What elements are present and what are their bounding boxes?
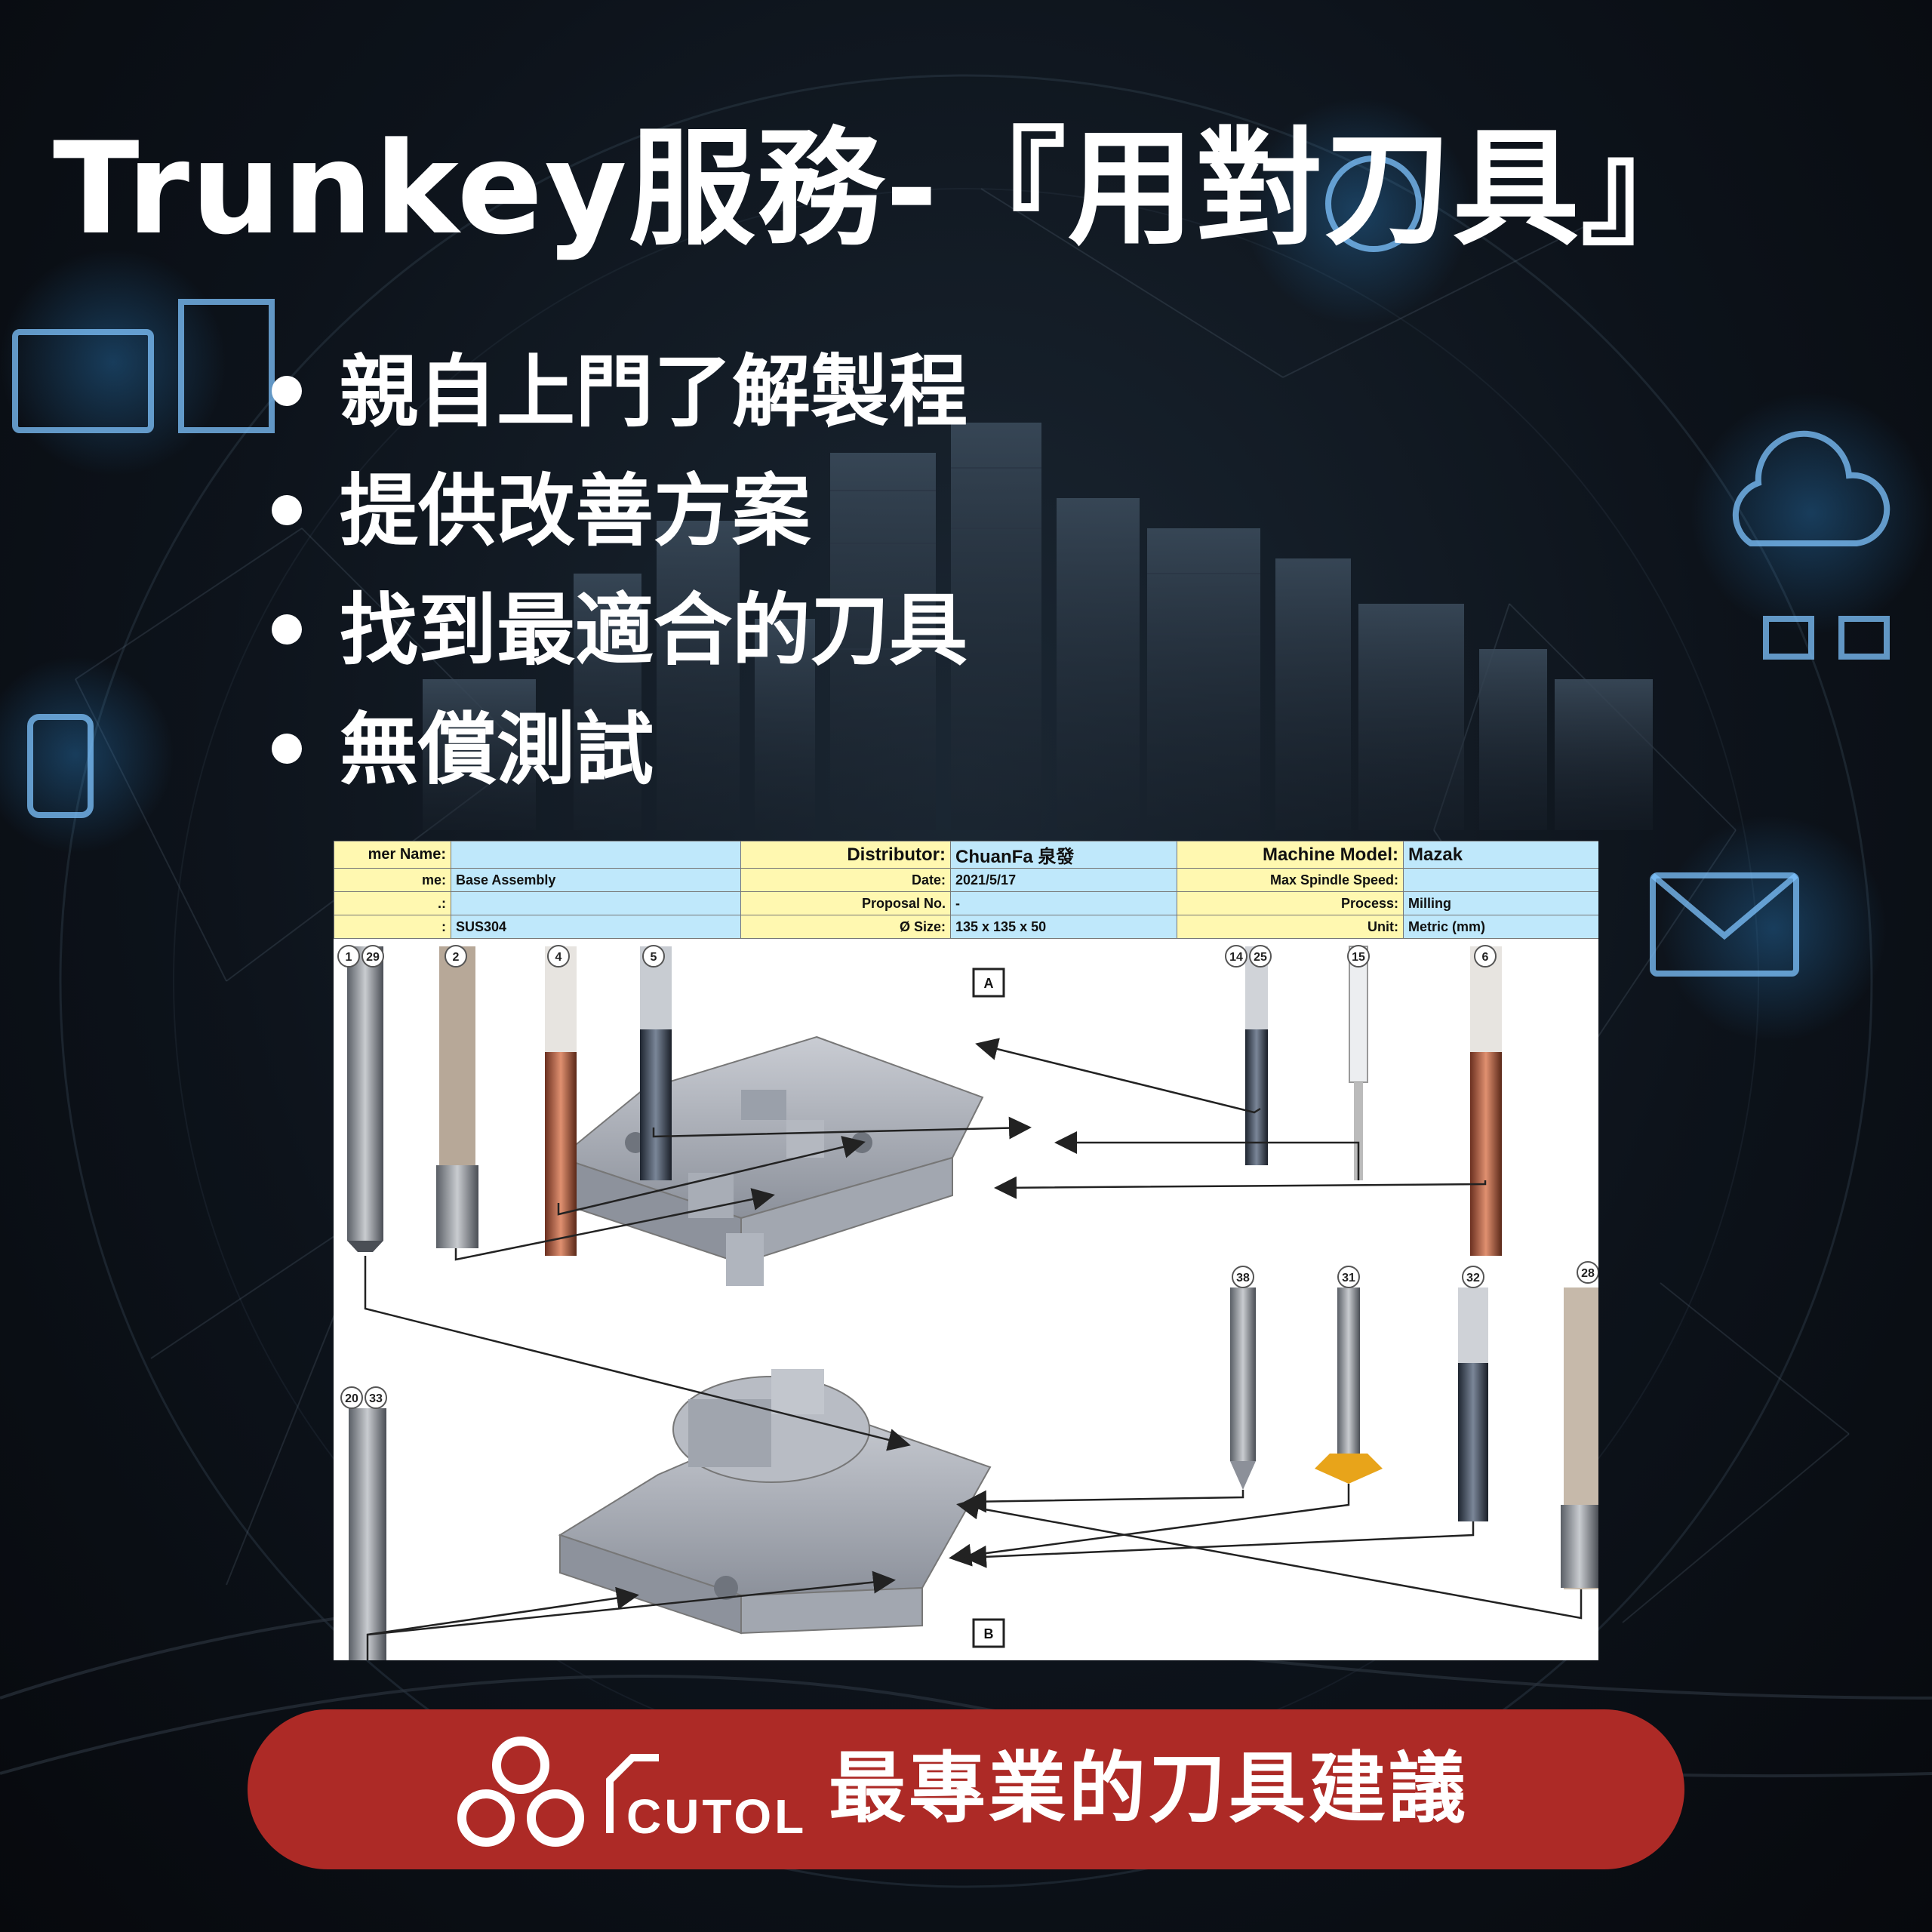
tool-4 [545, 946, 577, 1256]
table-cell: mer Name: [334, 841, 451, 869]
tool-15 [1349, 946, 1368, 1180]
tool-number: 32 [1466, 1272, 1480, 1284]
cutol-logo-icon [457, 1737, 584, 1847]
table-cell: me: [334, 868, 451, 892]
table-cell: Proposal No. [740, 891, 951, 915]
tool-6 [1470, 946, 1502, 1256]
tool-number: 14 [1229, 951, 1243, 964]
proposal-info-table: mer Name: Distributor: ChuanFa 泉發 Machin… [334, 841, 1598, 939]
bullet-dot-icon [272, 376, 302, 406]
tool-number: 6 [1482, 951, 1489, 964]
tool-number-labels: 1 29 2 4 5 14 25 15 6 38 31 32 28 20 33 [337, 945, 1598, 1409]
view-label-a: A [984, 976, 994, 991]
tool-number: 15 [1352, 951, 1365, 964]
table-cell: Distributor: [740, 841, 951, 869]
bullet-dot-icon [272, 614, 302, 645]
tool-assignment-diagram: 1 29 2 4 5 14 25 15 6 38 31 32 28 20 33 … [337, 945, 1598, 1660]
logo-text: CUTOL [626, 1789, 806, 1844]
table-cell: Process: [1177, 891, 1404, 915]
tool-31 [1315, 1287, 1383, 1484]
tool-38 [1230, 1287, 1256, 1490]
bullet-item: 親自上門了解製程 [264, 332, 968, 451]
table-cell: Base Assembly [451, 868, 741, 892]
bullet-dot-icon [272, 734, 302, 764]
tooling-proposal-sheet: mer Name: Distributor: ChuanFa 泉發 Machin… [334, 841, 1598, 1660]
table-cell: Metric (mm) [1403, 915, 1598, 939]
tool-number: 31 [1342, 1272, 1355, 1284]
tool-20-33 [349, 1408, 386, 1660]
tool-number: 25 [1254, 951, 1267, 964]
tool-number: 2 [453, 951, 460, 964]
view-labels: A B [972, 968, 1005, 1648]
tool-number: 28 [1581, 1267, 1595, 1280]
tool-number: 33 [369, 1392, 383, 1405]
table-cell: Date: [740, 868, 951, 892]
table-cell: Ø Size: [740, 915, 951, 939]
service-bullet-list: 親自上門了解製程 提供改善方案 找到最適合的刀具 無償測試 [264, 332, 968, 809]
table-cell: 135 x 135 x 50 [950, 915, 1177, 939]
page-title: Trunkey服務-『用對刀具』 [53, 115, 1709, 263]
view-label-b: B [984, 1626, 994, 1641]
table-cell: ChuanFa 泉發 [950, 841, 1177, 869]
workpiece-b [558, 1369, 992, 1635]
table-cell: Max Spindle Speed: [1177, 868, 1404, 892]
table-cell: : [334, 915, 451, 939]
table-row: me: Base Assembly Date: 2021/5/17 Max Sp… [334, 868, 1598, 892]
table-cell [451, 891, 741, 915]
cutol-wordmark: CUTOL [606, 1754, 806, 1844]
table-cell: Mazak [1403, 841, 1598, 869]
tool-28 [1561, 1287, 1598, 1589]
tool-number: 1 [346, 951, 352, 964]
tool-14-25 [1245, 946, 1268, 1165]
tool-number: 29 [366, 951, 380, 964]
tool-number: 4 [555, 951, 562, 964]
tool-1-29 [347, 946, 383, 1252]
table-row: .: Proposal No. - Process: Milling [334, 891, 1598, 915]
table-cell: - [950, 891, 1177, 915]
workpiece-a [558, 1035, 984, 1286]
table-cell: .: [334, 891, 451, 915]
tool-number: 38 [1236, 1272, 1250, 1284]
table-cell: Milling [1403, 891, 1598, 915]
banner-slogan: 最專業的刀具建議 [829, 1744, 1469, 1834]
table-cell [451, 841, 741, 869]
tool-number: 5 [651, 951, 657, 964]
bullet-dot-icon [272, 495, 302, 525]
tool-32 [1458, 1287, 1488, 1521]
table-row: : SUS304 Ø Size: 135 x 135 x 50 Unit: Me… [334, 915, 1598, 939]
table-cell: Unit: [1177, 915, 1404, 939]
tool-number: 20 [345, 1392, 358, 1405]
bullet-item: 無償測試 [264, 690, 968, 809]
bullet-item: 提供改善方案 [264, 451, 968, 571]
brand-banner: CUTOL 最專業的刀具建議 [248, 1709, 1684, 1869]
bullet-item: 找到最適合的刀具 [264, 571, 968, 690]
leader-lines [364, 1038, 1583, 1660]
table-cell [1403, 868, 1598, 892]
tool-5 [640, 946, 672, 1180]
tool-2 [436, 946, 478, 1248]
